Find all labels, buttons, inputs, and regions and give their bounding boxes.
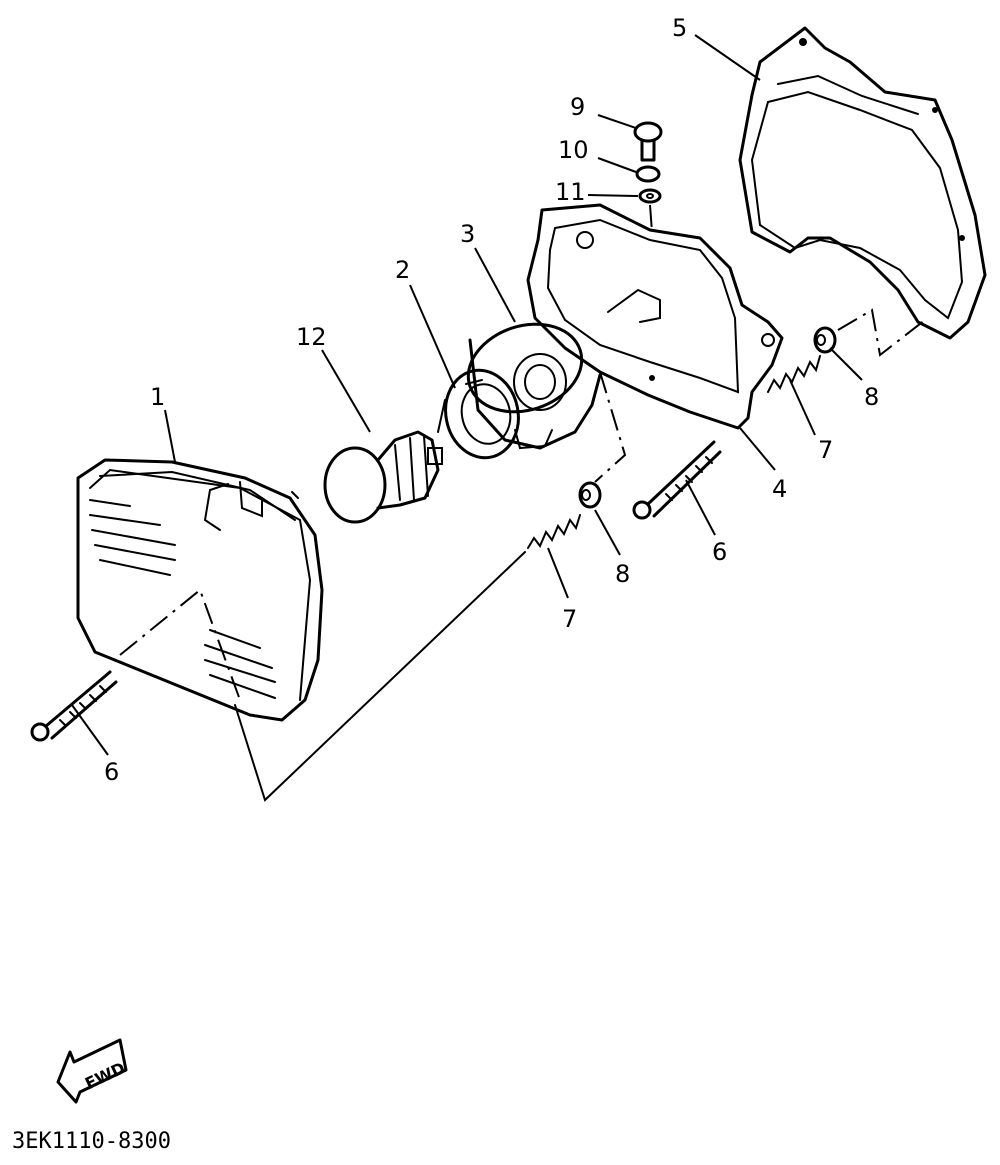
part-7-spring-left bbox=[527, 514, 581, 549]
callout-6-right: 6 bbox=[712, 538, 727, 566]
callout-10: 10 bbox=[558, 136, 589, 164]
callout-8-left: 8 bbox=[615, 560, 630, 588]
callout-7-right: 7 bbox=[818, 436, 833, 464]
fwd-label: FWD bbox=[82, 1058, 128, 1093]
callout-4: 4 bbox=[772, 475, 787, 503]
fwd-direction-arrow: FWD bbox=[56, 1038, 128, 1104]
part-4-housing-bracket bbox=[526, 203, 784, 430]
part-1-headlight-lens bbox=[76, 458, 324, 722]
diagram-code: 3EK1110-8300 bbox=[12, 1129, 171, 1154]
callout-6-left: 6 bbox=[104, 758, 119, 786]
part-8-nut-right bbox=[813, 326, 837, 354]
callout-7-left: 7 bbox=[562, 605, 577, 633]
part-2-retaining-ring bbox=[437, 368, 520, 460]
part-7-spring-right bbox=[767, 355, 821, 393]
callout-1: 1 bbox=[150, 383, 165, 411]
callout-8-right: 8 bbox=[864, 383, 879, 411]
part-3-socket-boot bbox=[466, 322, 602, 450]
callout-9: 9 bbox=[570, 93, 585, 121]
callout-5: 5 bbox=[672, 14, 687, 42]
part-11-washer bbox=[638, 188, 662, 204]
part-12-bulb bbox=[323, 430, 443, 524]
part-5-cover-frame bbox=[738, 26, 987, 340]
callout-11: 11 bbox=[555, 178, 586, 206]
assembly-lines bbox=[119, 204, 926, 802]
part-10-lock-washer bbox=[635, 165, 661, 183]
callout-12: 12 bbox=[296, 323, 327, 351]
callout-2: 2 bbox=[395, 256, 410, 284]
callout-labels: 1 2 3 4 5 6 6 7 7 8 8 9 10 11 12 bbox=[104, 14, 879, 786]
callout-3: 3 bbox=[460, 220, 475, 248]
part-9-bolt bbox=[633, 121, 663, 162]
part-6-screw-left bbox=[30, 670, 118, 742]
part-8-nut-left bbox=[578, 481, 602, 509]
leader-lines bbox=[71, 34, 863, 756]
part-6-screw-right bbox=[632, 440, 722, 520]
